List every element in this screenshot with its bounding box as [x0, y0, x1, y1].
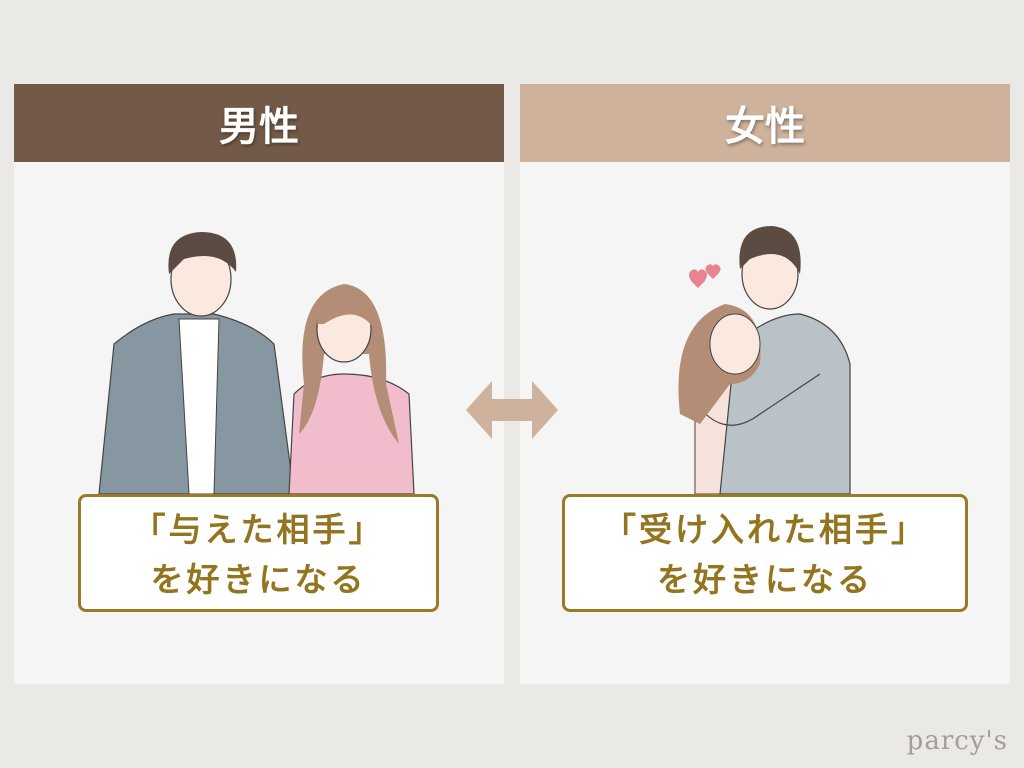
male-panel: 男性 「与えた相手」 を好きになる [14, 84, 504, 684]
female-caption: 「受け入れた相手」 を好きになる [562, 494, 968, 612]
couple-walking-illustration [98, 232, 415, 494]
female-caption-line2: を好きになる [657, 560, 873, 599]
couple-hugging-illustration [678, 226, 851, 494]
female-caption-line1: 「受け入れた相手」 [603, 510, 927, 549]
double-arrow-icon [466, 381, 558, 439]
male-caption: 「与えた相手」 を好きになる [78, 494, 439, 612]
heart-icon [689, 264, 721, 288]
male-header: 男性 [14, 84, 504, 162]
female-header: 女性 [520, 84, 1010, 162]
female-panel: 女性 「受け入れた相手」 を好きになる [520, 84, 1010, 684]
male-caption-line2: を好きになる [150, 560, 367, 599]
parcys-logo: parcy's [906, 726, 1008, 756]
male-caption-line1: 「与えた相手」 [132, 510, 385, 549]
